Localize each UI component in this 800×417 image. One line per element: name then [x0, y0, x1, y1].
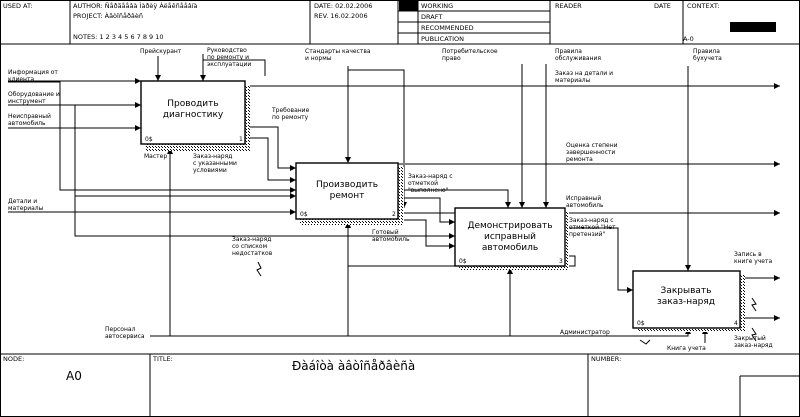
activity-box-3[interactable]: Демонстрировать исправный автомобиль 0$ …	[454, 207, 569, 270]
number-label: NUMBER:	[591, 355, 621, 363]
node-value: A0	[66, 369, 82, 383]
label-master: Мастер	[144, 153, 167, 160]
status-working: WORKING	[421, 2, 453, 10]
box-3-label-line-3: автомобиль	[482, 243, 538, 253]
arrow-order-no-claims	[565, 227, 633, 293]
box-3-label-line-2: исправный	[484, 232, 536, 242]
arrow-finished-car	[398, 219, 455, 249]
box-1-cost: 0$	[145, 136, 153, 143]
arrow-info-to-repair	[8, 81, 296, 193]
rev-text: REV. 16.02.2006	[314, 12, 368, 20]
box-4-label-line-1: Закрывать	[661, 286, 712, 296]
box-4-label-line-2: заказ-наряд	[657, 297, 715, 307]
box-2-label-line-1: Производить	[316, 180, 378, 190]
date-label: DATE	[654, 2, 671, 10]
box-4-cost: 0$	[637, 320, 645, 327]
status-recommended: RECOMMENDED	[421, 24, 474, 32]
status-publication: PUBLICATION	[421, 35, 464, 43]
activity-box-1[interactable]: Проводить диагностику 0$ 1	[140, 80, 250, 151]
used-at-label: USED AT:	[3, 2, 32, 10]
footer-frame	[0, 353, 800, 417]
box-4-number: 4	[734, 320, 738, 327]
box-2-cost: 0$	[300, 211, 308, 218]
box-2-number: 2	[392, 211, 396, 218]
arrow-order-done	[398, 197, 455, 225]
author-text: AUTHOR: Ñåðãååâà Ìàðèÿ Àëåêñååâíà	[73, 1, 198, 10]
activity-box-4[interactable]: Закрывать заказ-наряд 0$ 4	[632, 270, 745, 332]
arrow-repair-req	[245, 126, 296, 171]
notes-text: NOTES: 1 2 3 4 5 6 7 8 9 10	[73, 33, 164, 41]
box-1-label-line-1: Проводить	[167, 99, 218, 109]
box-3-label-line-1: Демонстрировать	[467, 221, 552, 231]
label-admin: Администратор	[560, 329, 610, 336]
box-2-label-line-2: ремонт	[330, 191, 365, 201]
date-text: DATE: 02.02.2006	[314, 2, 372, 10]
context-marker	[730, 22, 776, 32]
project-text: PROJECT: Àâòîñåðâèñ	[73, 11, 143, 20]
status-draft: DRAFT	[421, 13, 442, 21]
context-label: CONTEXT:	[687, 2, 719, 10]
label-pricelist: Прейскурант	[140, 48, 182, 55]
title-value: Ðàáîòà àâòîñåðâèñà	[292, 359, 415, 373]
label-account-book: Книга учета	[667, 345, 706, 352]
node-label: NODE:	[3, 355, 24, 363]
box-1-number: 1	[239, 136, 243, 143]
activity-box-2[interactable]: Производить ремонт 0$ 2	[295, 162, 404, 225]
reader-label: READER	[555, 2, 582, 10]
box-3-cost: 0$	[459, 258, 467, 265]
arrow-order-conditions	[245, 137, 296, 183]
context-node: A-0	[683, 35, 694, 43]
box-3-number: 3	[559, 258, 563, 265]
box-1-label-line-2: диагностику	[163, 110, 224, 120]
title-label: TITLE:	[152, 355, 173, 363]
